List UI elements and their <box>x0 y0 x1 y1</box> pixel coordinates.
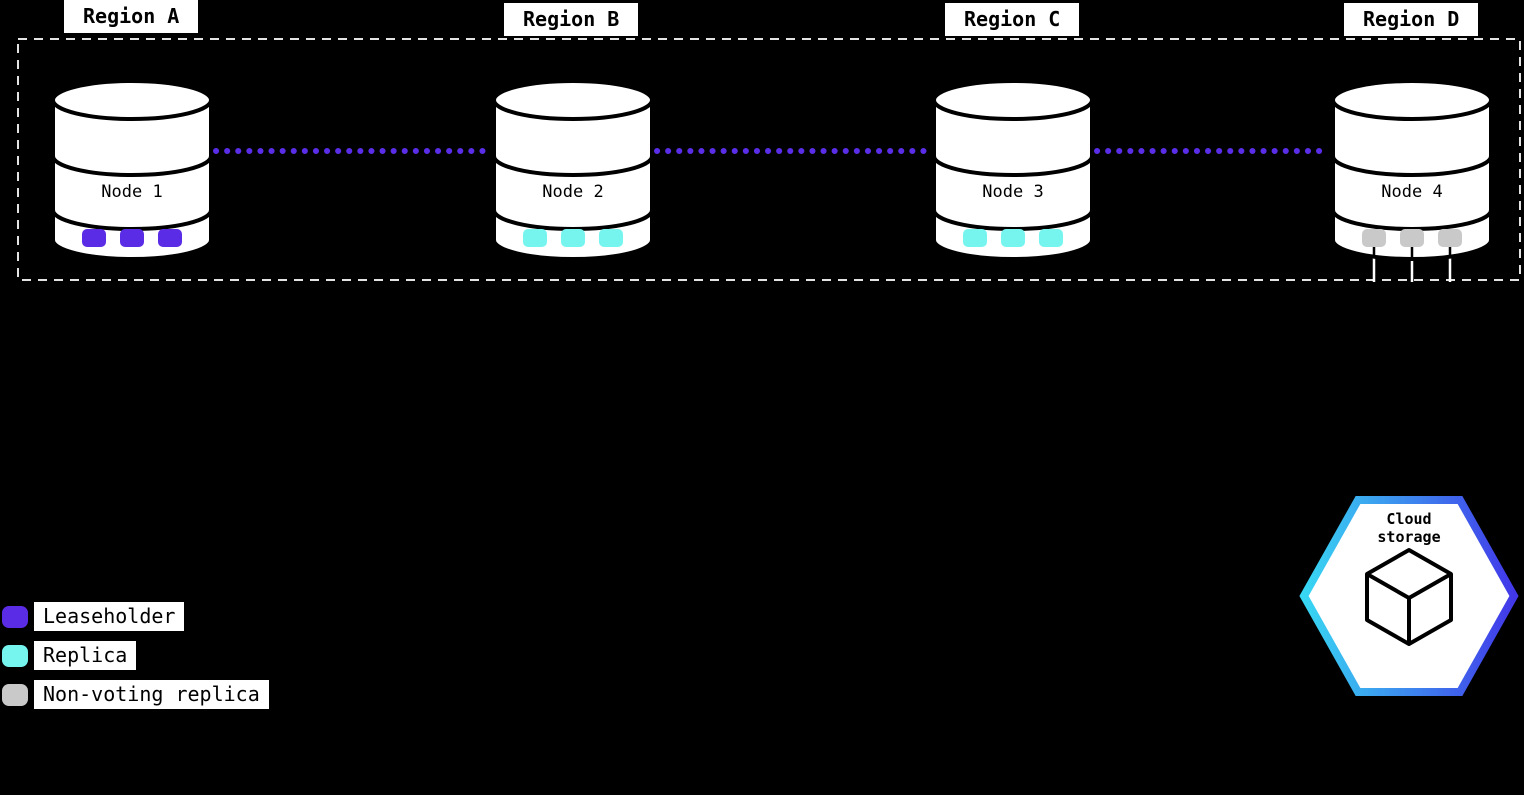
leaseholder-marker <box>120 229 144 247</box>
leaseholder-markers <box>82 229 182 247</box>
legend-item-non-voting-replica: Non-voting replica <box>2 680 269 709</box>
replica-swatch-icon <box>2 644 28 667</box>
node-label: Node 4 <box>1381 182 1442 202</box>
replica-marker <box>1039 229 1063 247</box>
legend-item-leaseholder: Leaseholder <box>2 602 269 631</box>
leaseholder-marker <box>82 229 106 247</box>
node-label: Node 2 <box>542 182 603 202</box>
region-label-b: Region B <box>504 3 639 36</box>
legend-label-non-voting-replica: Non-voting replica <box>34 680 269 709</box>
cluster-dashed-boundary <box>17 38 1521 281</box>
non-voting-replica-marker <box>1438 229 1462 247</box>
non-voting-replica-markers <box>1362 229 1462 247</box>
leaseholder-swatch-icon <box>2 605 28 628</box>
node-1: Node 1 <box>50 78 214 266</box>
non-voting-replica-marker <box>1362 229 1386 247</box>
node-4: Node 4 <box>1330 78 1494 288</box>
cloud-storage-label: Cloud storage <box>1377 510 1441 546</box>
region-label-c: Region C <box>945 3 1080 36</box>
non-voting-replica-swatch-icon <box>2 683 28 706</box>
replica-marker <box>1001 229 1025 247</box>
cloud-storage: Cloud storage <box>1296 490 1522 702</box>
node-label: Node 3 <box>982 182 1043 202</box>
node-label: Node 1 <box>101 182 162 202</box>
node-2: Node 2 <box>491 78 655 266</box>
replica-markers <box>523 229 623 247</box>
non-voting-replica-marker <box>1400 229 1424 247</box>
legend: Leaseholder Replica Non-voting replica <box>2 602 269 719</box>
replica-marker <box>561 229 585 247</box>
region-label-a: Region A <box>64 0 199 33</box>
cube-icon <box>1365 548 1453 646</box>
legend-item-replica: Replica <box>2 641 269 670</box>
replica-markers <box>963 229 1063 247</box>
node-3: Node 3 <box>931 78 1095 266</box>
replica-marker <box>963 229 987 247</box>
legend-label-replica: Replica <box>34 641 137 670</box>
legend-label-leaseholder: Leaseholder <box>34 602 185 631</box>
replica-marker <box>599 229 623 247</box>
leaseholder-marker <box>158 229 182 247</box>
region-label-d: Region D <box>1344 3 1479 36</box>
replica-marker <box>523 229 547 247</box>
